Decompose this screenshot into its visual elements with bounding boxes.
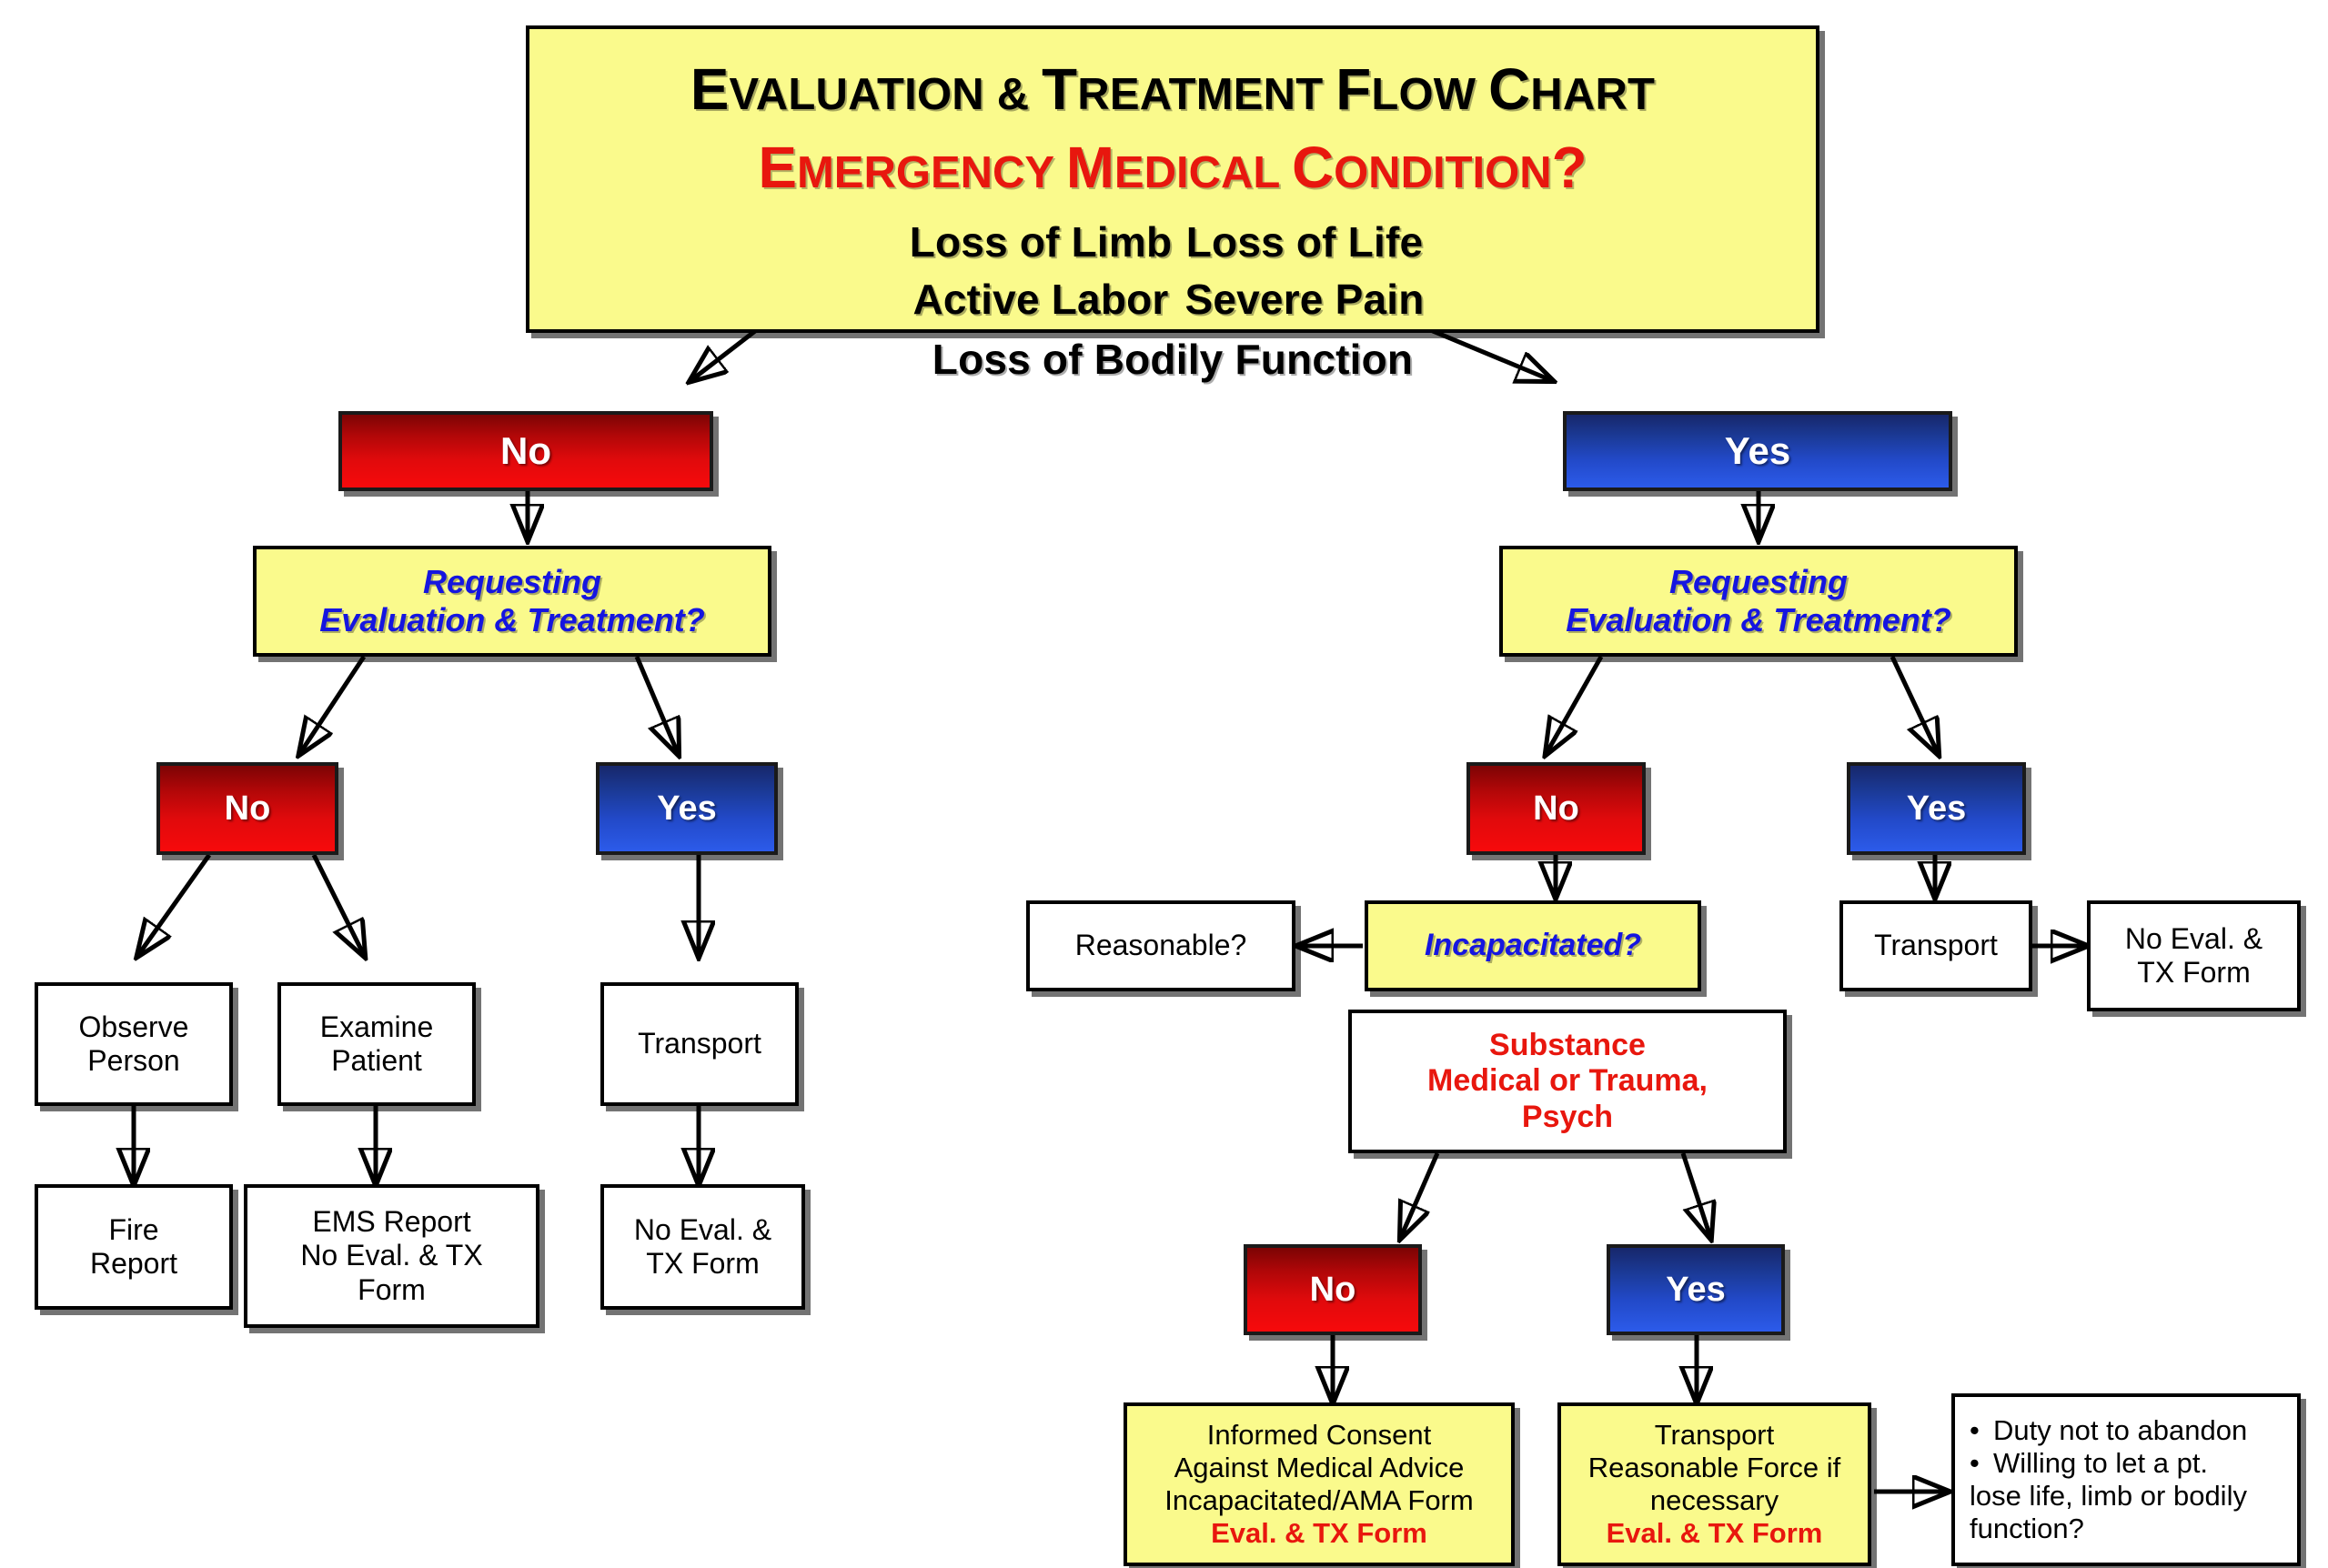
criteria-loss-of-life: Loss of Life: [1185, 217, 1424, 266]
transport-force-box: Transport Reasonable Force if necessary …: [1557, 1402, 1871, 1566]
bullet-icon: •: [1970, 1447, 1980, 1480]
fire-report-box: Fire Report: [35, 1184, 233, 1310]
criteria-row-1: Loss of Limb Loss of Life: [529, 218, 1816, 266]
left-no-eval-tx-line1: No Eval. &: [633, 1212, 772, 1246]
transport-force-line3: necessary: [1649, 1484, 1779, 1516]
right-requesting-box: Requesting Evaluation & Treatment?: [1499, 546, 2018, 657]
ems-report-box: EMS Report No Eval. & TX Form: [244, 1184, 539, 1328]
informed-consent-box: Informed Consent Against Medical Advice …: [1124, 1402, 1515, 1566]
left-req-no[interactable]: No: [156, 762, 338, 855]
right-req-no-label: No: [1533, 789, 1579, 828]
left-req-yes[interactable]: Yes: [596, 762, 778, 855]
ems-report-line1: EMS Report: [312, 1205, 471, 1239]
right-requesting-line1: Requesting: [1668, 563, 1848, 601]
substance-yes[interactable]: Yes: [1607, 1244, 1785, 1335]
right-decision-yes-label: Yes: [1724, 428, 1791, 472]
right-decision-yes[interactable]: Yes: [1563, 411, 1952, 491]
informed-consent-form: Eval. & TX Form: [1211, 1516, 1427, 1549]
header-box: EVALUATION & TREATMENT FLOW CHART EMERGE…: [526, 25, 1819, 383]
incapacitated-box: Incapacitated?: [1365, 900, 1701, 991]
fire-report-line1: Fire: [108, 1212, 159, 1246]
left-req-yes-label: Yes: [657, 789, 717, 828]
left-decision-no[interactable]: No: [338, 411, 713, 491]
informed-consent-line3: Incapacitated/AMA Form: [1164, 1484, 1474, 1516]
criteria-active-labor: Active Labor: [912, 276, 1169, 324]
duty-bullet-2-cont-2: function?: [1970, 1512, 2084, 1544]
right-transport-box: Transport: [1839, 900, 2032, 991]
criteria-loss-of-bodily-function: Loss of Bodily Function: [932, 335, 1414, 383]
ems-report-line2: No Eval. & TX: [300, 1239, 483, 1272]
examine-patient-line2: Patient: [331, 1044, 422, 1077]
right-transport-label: Transport: [1874, 929, 1998, 962]
reasonable-box: Reasonable?: [1026, 900, 1295, 991]
substance-line1: Substance: [1489, 1027, 1646, 1062]
substance-yes-label: Yes: [1666, 1270, 1726, 1309]
informed-consent-line1: Informed Consent: [1206, 1419, 1432, 1452]
incapacitated-label: Incapacitated?: [1424, 928, 1642, 963]
right-no-eval-tx-line2: TX Form: [2137, 956, 2251, 989]
examine-patient-line1: Examine: [319, 1010, 434, 1043]
transport-force-line1: Transport: [1654, 1419, 1775, 1452]
criteria-severe-pain: Severe Pain: [1184, 276, 1425, 324]
right-req-yes-label: Yes: [1906, 789, 1967, 828]
left-transport-label: Transport: [638, 1027, 761, 1060]
substance-line3: Psych: [1521, 1099, 1614, 1134]
left-no-eval-tx-box: No Eval. & TX Form: [600, 1184, 805, 1310]
right-req-no[interactable]: No: [1466, 762, 1646, 855]
informed-consent-line2: Against Medical Advice: [1174, 1452, 1465, 1484]
left-requesting-line2: Evaluation & Treatment?: [319, 601, 705, 638]
criteria-row-2: Active Labor Severe Pain: [529, 276, 1816, 324]
substance-no[interactable]: No: [1244, 1244, 1422, 1335]
substance-no-label: No: [1309, 1270, 1356, 1309]
observe-person-line2: Person: [87, 1044, 180, 1077]
right-requesting-line2: Evaluation & Treatment?: [1566, 601, 1951, 638]
duty-bullet-2-cont-1: lose life, limb or bodily: [1970, 1480, 2247, 1512]
right-no-eval-tx-box: No Eval. & TX Form: [2087, 900, 2301, 1011]
transport-force-line2: Reasonable Force if: [1587, 1452, 1841, 1484]
fire-report-line2: Report: [89, 1247, 178, 1280]
header-title: EVALUATION & TREATMENT FLOW CHART: [690, 57, 1656, 122]
left-requesting-box: Requesting Evaluation & Treatment?: [253, 546, 771, 657]
left-req-no-label: No: [224, 789, 271, 828]
criteria-loss-of-limb: Loss of Limb: [909, 217, 1173, 266]
left-no-eval-tx-line2: TX Form: [646, 1247, 760, 1280]
duty-notes-box: •Duty not to abandon •Willing to let a p…: [1951, 1393, 2301, 1566]
observe-person-box: Observe Person: [35, 982, 233, 1106]
ems-report-line3: Form: [358, 1272, 426, 1306]
duty-bullet-1: •Duty not to abandon: [1970, 1414, 2248, 1447]
left-decision-no-label: No: [500, 428, 551, 472]
transport-force-form: Eval. & TX Form: [1606, 1516, 1823, 1549]
header-question: EMERGENCY MEDICAL CONDITION?: [758, 135, 1587, 200]
substance-line2: Medical or Trauma,: [1427, 1063, 1708, 1099]
bullet-icon: •: [1970, 1414, 1980, 1447]
reasonable-label: Reasonable?: [1074, 929, 1247, 962]
observe-person-line1: Observe: [78, 1010, 189, 1043]
right-no-eval-tx-line1: No Eval. &: [2124, 921, 2263, 955]
left-transport-box: Transport: [600, 982, 799, 1106]
duty-bullet-2: •Willing to let a pt.: [1970, 1447, 2209, 1480]
right-req-yes[interactable]: Yes: [1847, 762, 2026, 855]
examine-patient-box: Examine Patient: [277, 982, 476, 1106]
left-requesting-line1: Requesting: [422, 563, 601, 601]
substance-box: Substance Medical or Trauma, Psych: [1348, 1010, 1787, 1153]
